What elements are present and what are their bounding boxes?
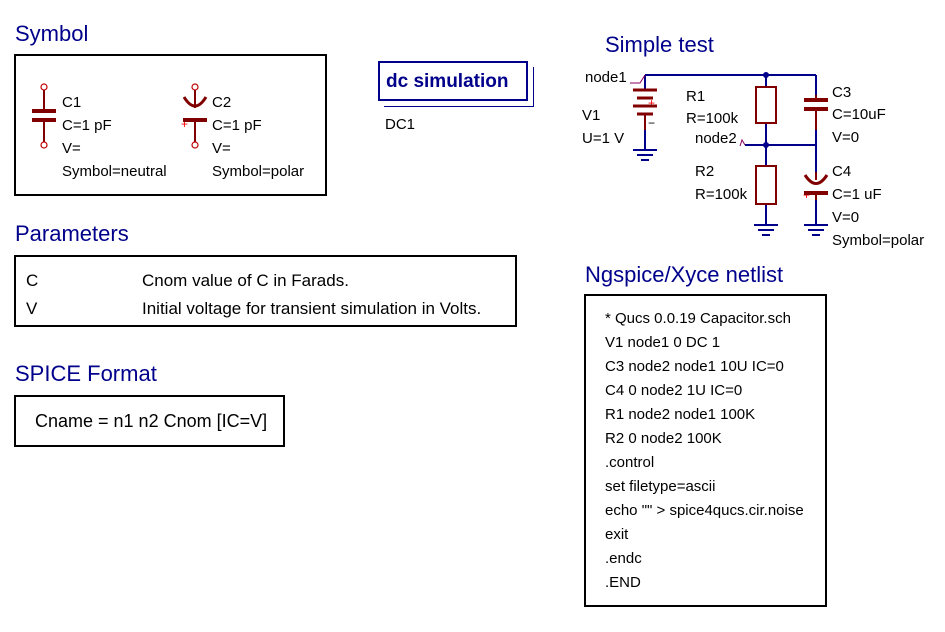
c2-name: C2 (212, 94, 232, 111)
c4-symbol: Symbol=polar (832, 232, 925, 249)
node2-leader (739, 138, 746, 147)
junction-dot (763, 142, 769, 148)
dc-simulation-name: DC1 (385, 116, 416, 133)
symbol-heading: Symbol (15, 21, 89, 46)
r2-value: R=100k (695, 186, 748, 203)
c4-voltage: V=0 (832, 209, 860, 226)
node1-leader (630, 74, 646, 84)
simple-test-heading: Simple test (605, 32, 714, 57)
v1-plus-mark: + (648, 96, 656, 110)
c1-capacitor-symbol (32, 83, 56, 149)
c2-plus-mark: + (181, 117, 189, 131)
c4-capacitor (803, 172, 829, 200)
netlist-line: .endc (605, 550, 642, 567)
c3-capacitor (804, 95, 828, 130)
parameters-heading: Parameters (15, 221, 129, 246)
c2-capacitor-symbol (182, 83, 208, 149)
param-name: V (26, 299, 38, 318)
netlist-line: .END (605, 574, 641, 591)
c4-value: C=1 uF (832, 186, 882, 203)
c2-symbol: Symbol=polar (212, 163, 305, 180)
spice-format-box (14, 395, 285, 447)
param-name: C (26, 271, 39, 290)
c3-voltage: V=0 (832, 129, 860, 146)
param-desc: Cnom value of C in Farads. (142, 271, 349, 290)
netlist-line: * Qucs 0.0.19 Capacitor.sch (605, 310, 791, 327)
spice-format-text: Cname = n1 n2 Cnom [IC=V] (35, 411, 268, 431)
dc-simulation-label: dc simulation (386, 71, 509, 92)
netlist-line: R2 0 node2 100K (605, 430, 722, 447)
c4-name: C4 (832, 163, 852, 180)
param-desc: Initial voltage for transient simulation… (142, 299, 482, 318)
netlist-line: C3 node2 node1 10U IC=0 (605, 358, 784, 375)
netlist-line: exit (605, 526, 629, 543)
r1-name: R1 (686, 88, 706, 105)
spice-format-heading: SPICE Format (15, 361, 157, 386)
netlist-box (584, 294, 827, 607)
dc-simulation-block[interactable]: dc simulation (378, 61, 528, 101)
c1-symbol: Symbol=neutral (62, 163, 167, 180)
v1-name: V1 (582, 107, 601, 124)
c3-name: C3 (832, 84, 852, 101)
node1-label: node1 (585, 69, 627, 86)
schematic-wires (644, 74, 817, 225)
c1-name: C1 (62, 94, 82, 111)
ground-icon (633, 149, 657, 161)
junction-dot (763, 72, 769, 78)
r1-resistor (755, 86, 777, 124)
parameters-table (14, 255, 517, 327)
symbol-box (14, 54, 327, 196)
v1-voltage-source (633, 88, 657, 130)
netlist-line: C4 0 node2 1U IC=0 (605, 382, 743, 399)
c2-voltage: V= (212, 140, 231, 157)
ground-icon (804, 224, 828, 236)
r2-name: R2 (695, 163, 715, 180)
r2-resistor (755, 165, 777, 205)
netlist-line: echo "" > spice4qucs.cir.noise (605, 502, 804, 519)
node2-label: node2 (695, 130, 737, 147)
netlist-line: set filetype=ascii (605, 478, 716, 495)
netlist-heading: Ngspice/Xyce netlist (585, 262, 784, 287)
ground-icon (754, 224, 778, 236)
netlist-line: R1 node2 node1 100K (605, 406, 756, 423)
netlist-line: .control (605, 454, 655, 471)
c1-voltage: V= (62, 140, 81, 157)
netlist-line: V1 node1 0 DC 1 (605, 334, 721, 351)
v1-minus-mark: − (648, 116, 656, 130)
r1-value: R=100k (686, 110, 739, 127)
c2-value: C=1 pF (212, 117, 262, 134)
c1-value: C=1 pF (62, 117, 112, 134)
c3-value: C=10uF (832, 106, 886, 123)
v1-value: U=1 V (582, 130, 625, 147)
